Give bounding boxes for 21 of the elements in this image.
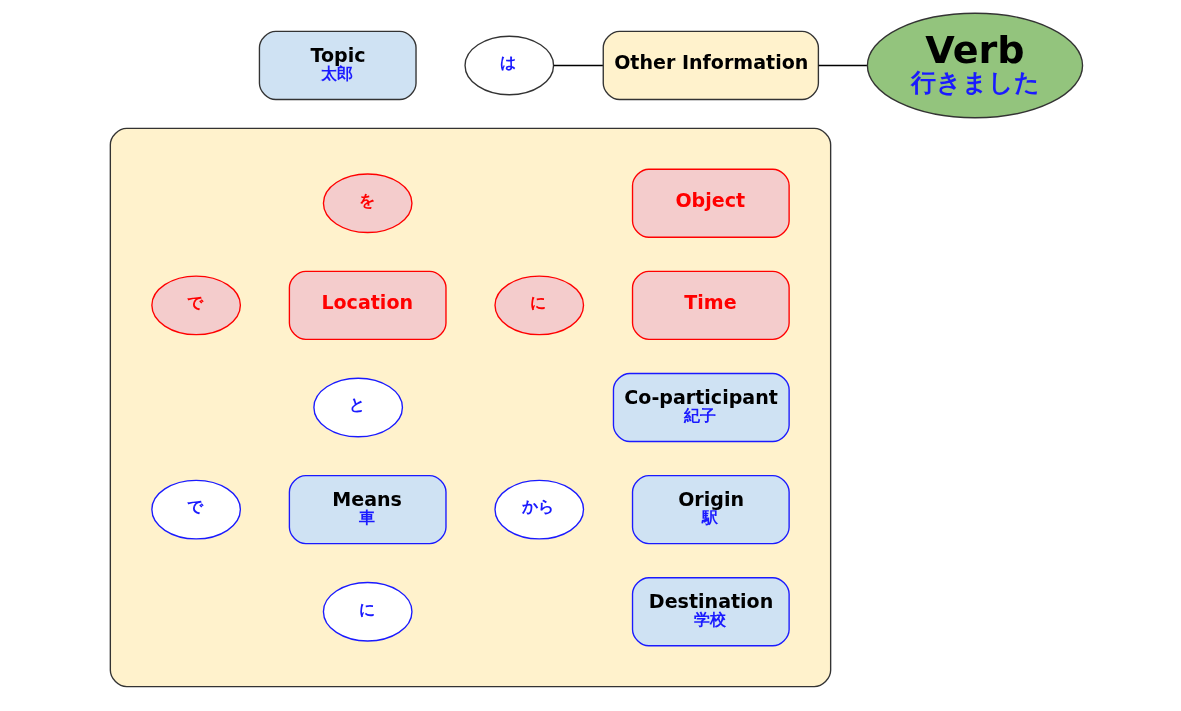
node-ellipse: に <box>322 581 413 642</box>
node-box: Other Information <box>602 30 819 101</box>
node-box: Means 車 <box>288 474 447 545</box>
node-box: Co-participant 紀子 <box>612 372 790 443</box>
node-box: Topic 太郎 <box>258 30 417 101</box>
node-ellipse: から <box>493 479 584 540</box>
node-box: Destination 学校 <box>631 577 790 647</box>
node-box: Time <box>631 270 790 341</box>
connector <box>552 64 604 67</box>
node-ellipse: Verb 行きました <box>866 12 1083 119</box>
node-ellipse: に <box>493 275 584 336</box>
node-ellipse: で <box>150 479 241 540</box>
node-ellipse: で <box>150 275 241 336</box>
node-box: Object <box>631 168 790 238</box>
connector <box>817 64 868 67</box>
node-ellipse: を <box>322 173 413 234</box>
cluster <box>109 127 831 688</box>
node-box: Location <box>288 270 447 341</box>
node-ellipse: は <box>463 35 554 96</box>
node-ellipse: と <box>312 377 403 438</box>
node-box: Origin 駅 <box>631 474 790 545</box>
